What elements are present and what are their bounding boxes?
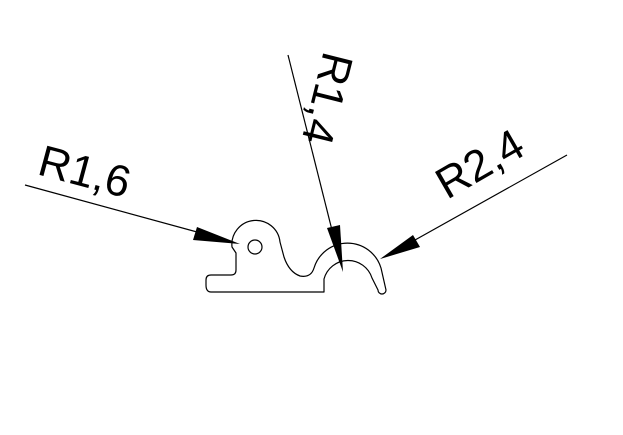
arrowhead-r14 [327, 225, 343, 272]
leader-line-r24 [389, 154, 568, 255]
dimension-label-r24: R2,4 [428, 120, 533, 209]
arrowhead-r16 [193, 227, 240, 244]
dimension-r16: R1,6 [24, 136, 240, 244]
dimension-label-r16: R1,6 [33, 136, 135, 207]
dimension-label-r14: R1,4 [292, 48, 362, 150]
dimension-r14: R1,4 [287, 48, 362, 272]
arrowhead-r24 [380, 235, 420, 259]
part-outline [205, 219, 387, 295]
hole-circle [247, 239, 263, 255]
dimension-r24: R2,4 [380, 120, 568, 259]
part-profile [205, 219, 387, 295]
